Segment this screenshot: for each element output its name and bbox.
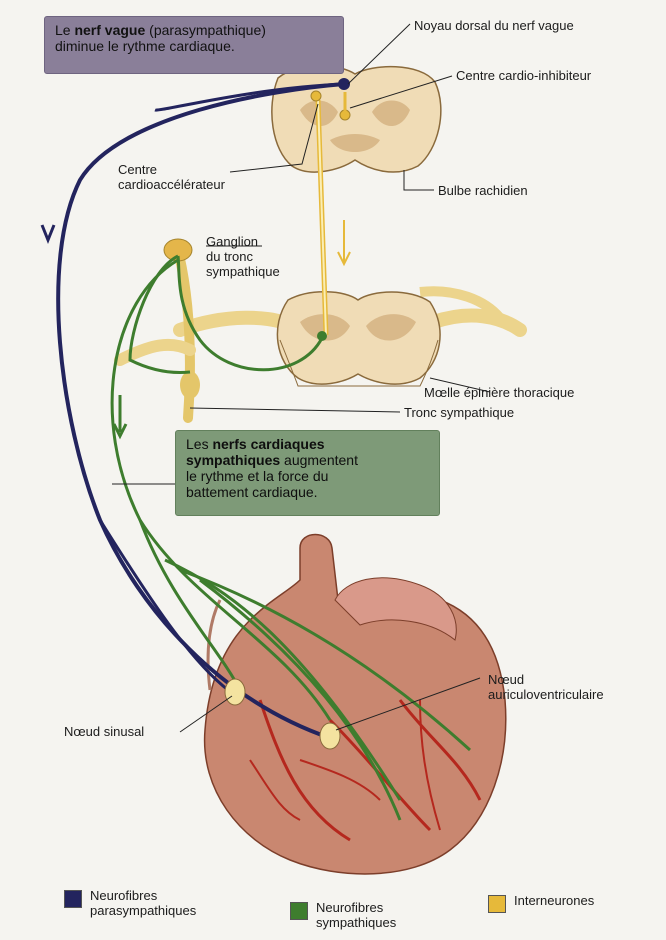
- symp-callout-bold-1: nerfs cardiaques: [212, 436, 324, 452]
- atrioventricular-node: [320, 723, 340, 749]
- legend-para-line-1: Neurofibres: [90, 888, 157, 903]
- label-centre-cardioaccelerateur-line-2: cardioaccélérateur: [118, 177, 225, 192]
- vagus-callout-bold: nerf vague: [74, 22, 145, 38]
- legend-label-sympathetic: Neurofibres sympathiques: [316, 900, 396, 930]
- sympathetic-trunk: [120, 239, 200, 418]
- label-moelle-epiniere: Mœlle épinière thoracique: [424, 385, 574, 400]
- vagus-callout: Le nerf vague (parasympathique) diminue …: [44, 16, 344, 74]
- label-ganglion-line-3: sympathique: [206, 264, 280, 279]
- sympathetic-callout: Les nerfs cardiaques sympathiques augmen…: [175, 430, 440, 516]
- symp-callout-text-1: augmentent: [280, 452, 358, 468]
- symp-callout-prefix: Les: [186, 436, 212, 452]
- label-ganglion-line-1: Ganglion: [206, 234, 280, 249]
- vagus-callout-text-2: diminue le rythme cardiaque.: [55, 38, 235, 54]
- legend-interneurons: Interneurones: [488, 893, 594, 913]
- label-noeud-sinusal: Nœud sinusal: [64, 724, 144, 739]
- label-noeud-av-line-2: auriculoventriculaire: [488, 687, 604, 702]
- label-centre-cardioaccelerateur: Centre cardioaccélérateur: [118, 162, 225, 192]
- symp-callout-text-2: le rythme et la force du: [186, 468, 328, 484]
- label-ganglion-line-2: du tronc: [206, 249, 280, 264]
- symp-callout-text-3: battement cardiaque.: [186, 484, 318, 500]
- legend-symp-line-2: sympathiques: [316, 915, 396, 930]
- legend-label-interneurons: Interneurones: [514, 893, 594, 908]
- heart: [205, 535, 506, 874]
- sinoatrial-node: [225, 679, 245, 705]
- legend-symp-line-1: Neurofibres: [316, 900, 383, 915]
- legend-swatch-sympathetic: [290, 902, 308, 920]
- legend-para-line-2: parasympathiques: [90, 903, 196, 918]
- label-centre-cardio-inhibiteur: Centre cardio-inhibiteur: [456, 68, 591, 83]
- label-ganglion: Ganglion du tronc sympathique: [206, 234, 280, 279]
- label-tronc-sympathique: Tronc sympathique: [404, 405, 514, 420]
- legend-label-parasympathetic: Neurofibres parasympathiques: [90, 888, 196, 918]
- spinal-cord: [180, 291, 520, 386]
- label-noeud-av-line-1: Nœud: [488, 672, 604, 687]
- label-noyau-dorsal: Noyau dorsal du nerf vague: [414, 18, 574, 33]
- vagus-callout-prefix: Le: [55, 22, 74, 38]
- symp-callout-bold-2: sympathiques: [186, 452, 280, 468]
- legend-sympathetic: Neurofibres sympathiques: [290, 900, 396, 930]
- legend-parasympathetic: Neurofibres parasympathiques: [64, 888, 196, 918]
- legend-swatch-interneurons: [488, 895, 506, 913]
- medulla-oblongata: [272, 66, 441, 173]
- label-noeud-auriculoventriculaire: Nœud auriculoventriculaire: [488, 672, 604, 702]
- label-centre-cardioaccelerateur-line-1: Centre: [118, 162, 225, 177]
- vagus-callout-text-1: (parasympathique): [145, 22, 266, 38]
- legend-swatch-parasympathetic: [64, 890, 82, 908]
- label-bulbe-rachidien: Bulbe rachidien: [438, 183, 528, 198]
